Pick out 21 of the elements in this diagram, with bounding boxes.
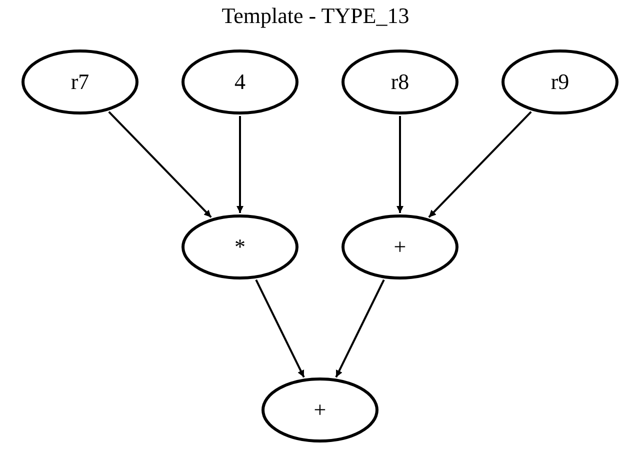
ellipse-node bbox=[181, 49, 299, 115]
arrow bbox=[108, 111, 212, 218]
ellipse-node bbox=[181, 214, 299, 280]
ellipse-node bbox=[21, 49, 139, 115]
ellipse-node bbox=[261, 377, 379, 443]
node-label: r9 bbox=[550, 69, 570, 95]
arrow bbox=[335, 279, 385, 378]
node-label: r7 bbox=[70, 69, 90, 95]
arrow bbox=[428, 111, 532, 218]
node-label: + bbox=[394, 234, 406, 260]
node-label: r8 bbox=[390, 69, 410, 95]
diagram-title: Template - TYPE_13 bbox=[220, 2, 410, 30]
arrow bbox=[236, 116, 244, 213]
arrow bbox=[396, 116, 404, 213]
node-label: + bbox=[314, 397, 326, 423]
ellipse-node bbox=[501, 49, 619, 115]
arrow bbox=[255, 279, 305, 378]
node-label: 4 bbox=[234, 69, 246, 95]
ellipse-node bbox=[341, 214, 459, 280]
ellipse-node bbox=[341, 49, 459, 115]
node-label: * bbox=[234, 234, 246, 260]
